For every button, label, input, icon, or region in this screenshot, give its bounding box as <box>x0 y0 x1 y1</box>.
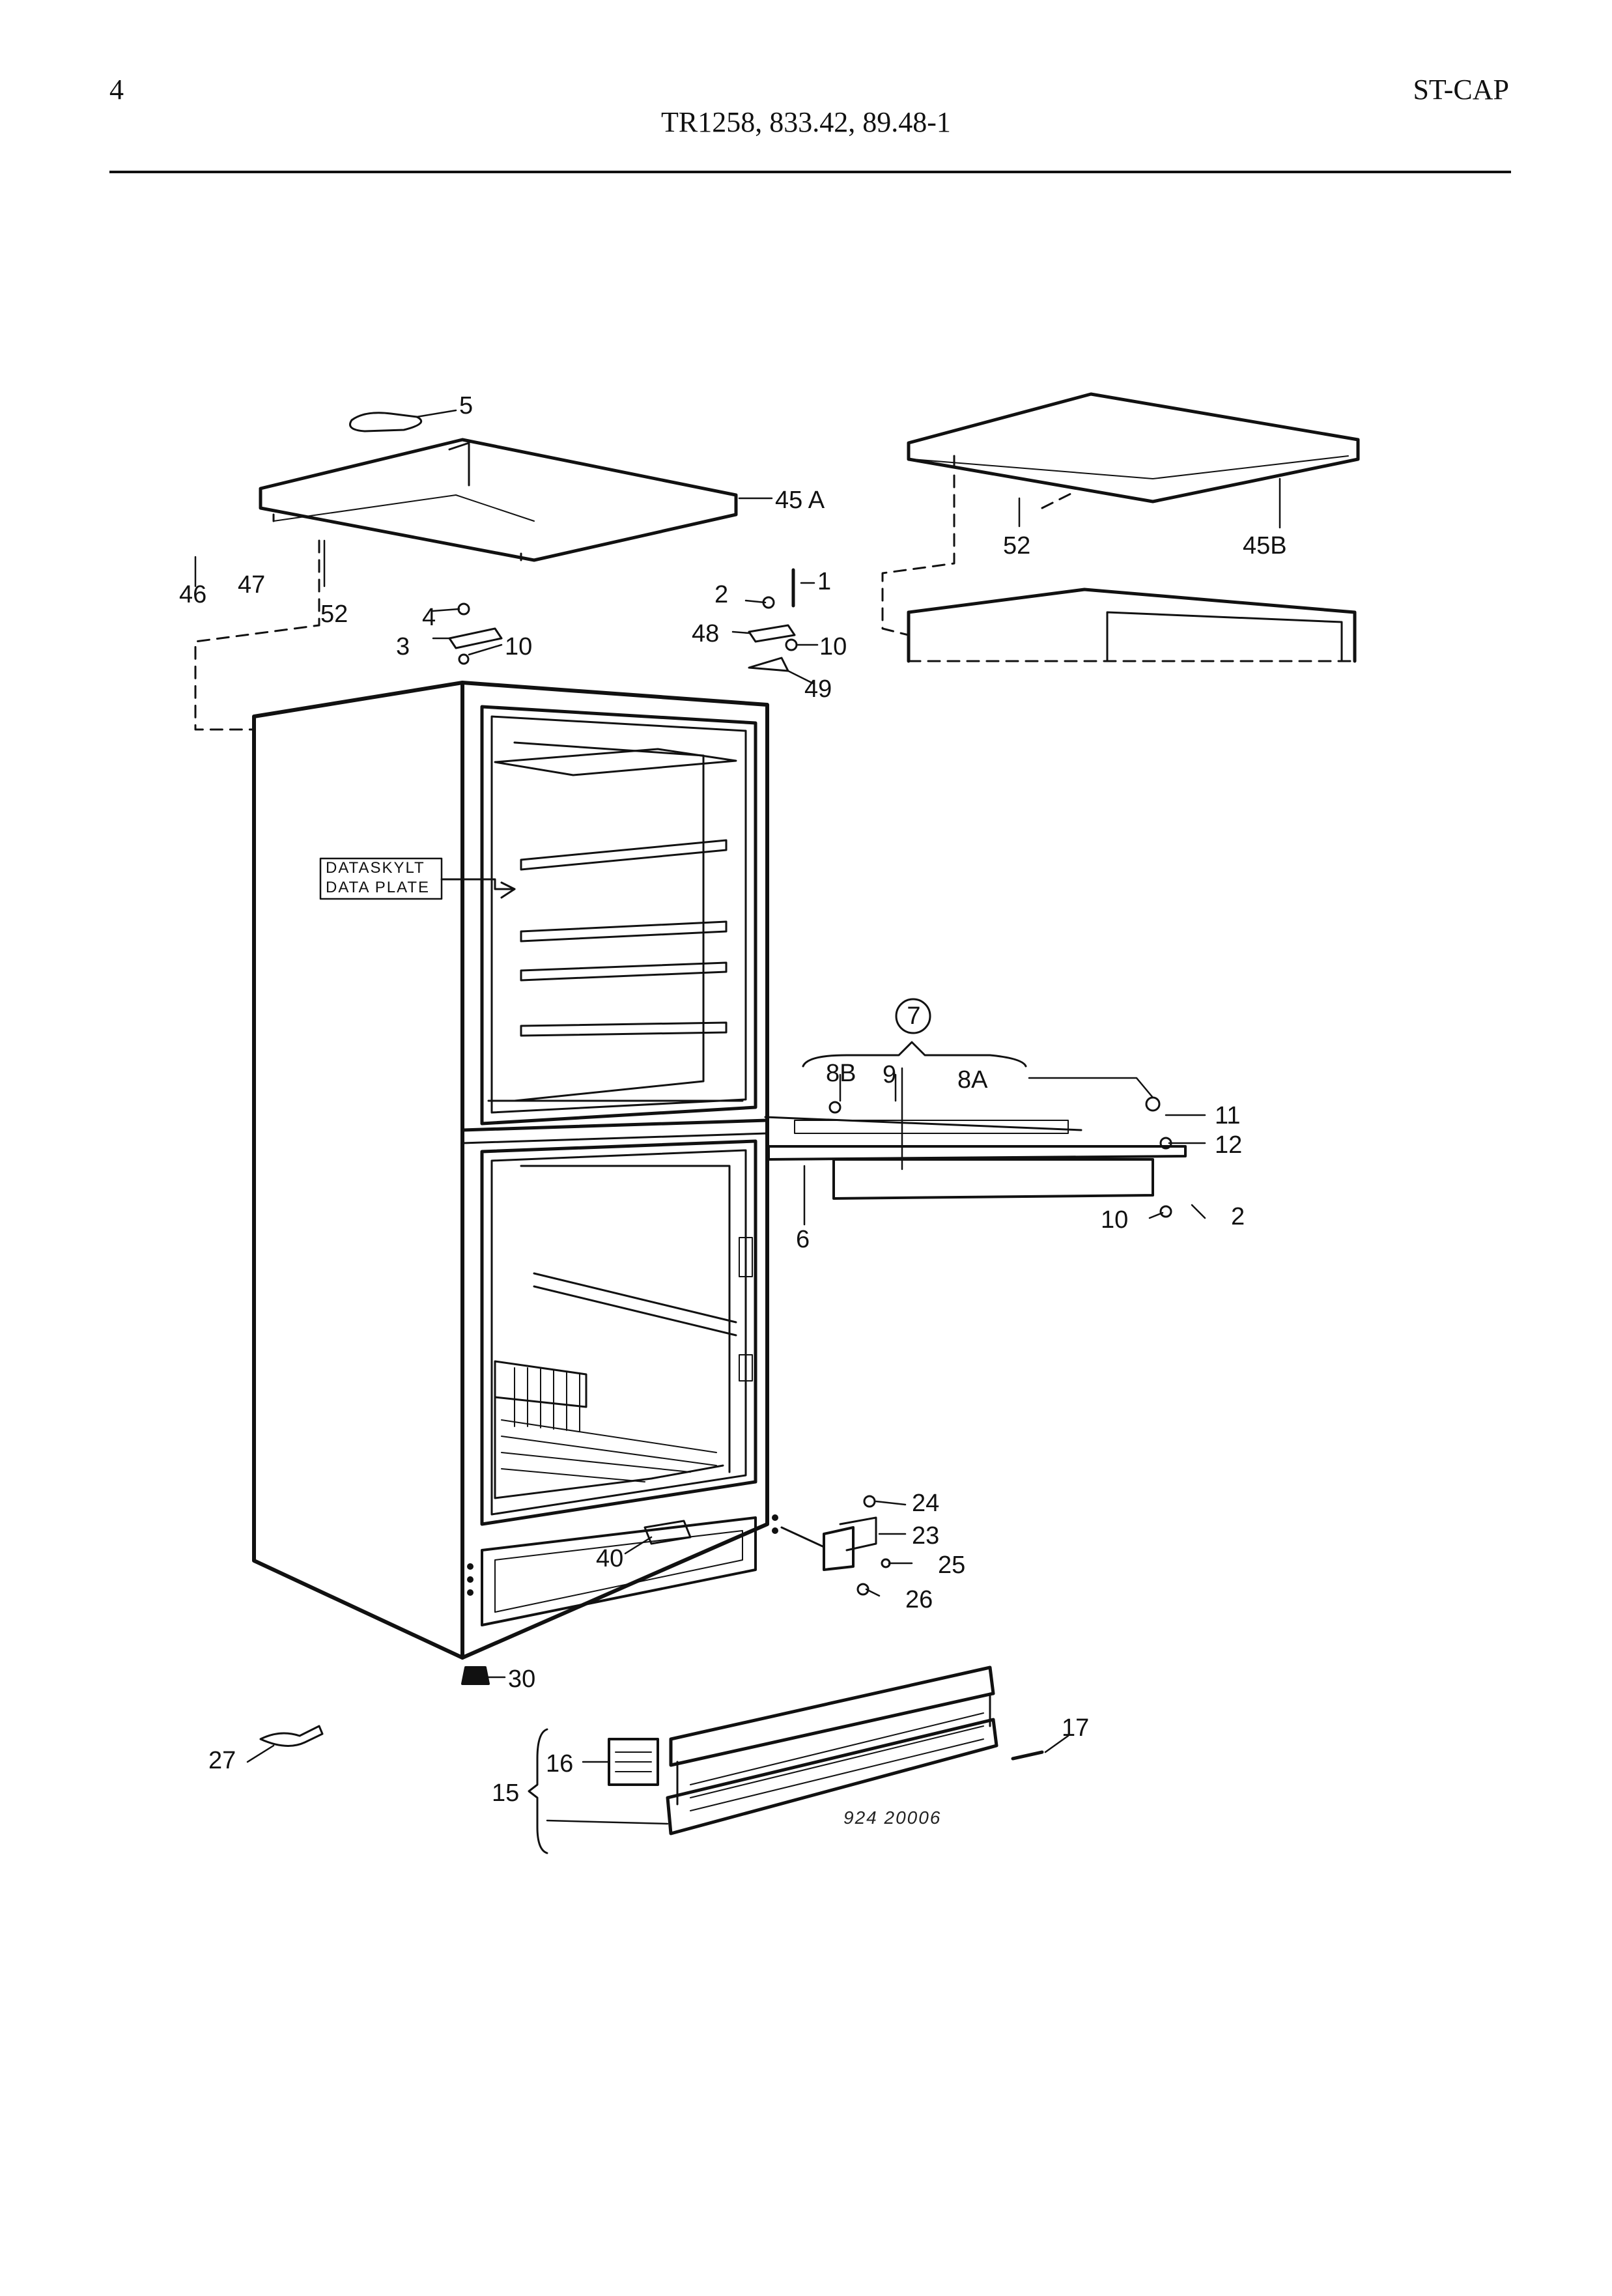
foot-part <box>461 1666 490 1685</box>
callout-6: 6 <box>796 1226 810 1253</box>
callout-52-left: 52 <box>320 601 348 628</box>
callout-1: 1 <box>817 568 831 595</box>
callout-45b: 45B <box>1243 532 1287 560</box>
guide-lines <box>194 455 1359 731</box>
callout-45a: 45 A <box>775 487 825 514</box>
callout-3: 3 <box>396 633 410 660</box>
brand-label: ST-CAP <box>1413 74 1509 106</box>
callout-10-top-left: 10 <box>505 633 532 660</box>
callout-26: 26 <box>905 1586 933 1613</box>
model-title: TR1258, 833.42, 89.48-1 <box>661 106 951 138</box>
callout-48: 48 <box>692 620 719 647</box>
cabinet <box>252 681 778 1660</box>
callout-10-top-right: 10 <box>819 633 847 660</box>
callout-9: 9 <box>883 1061 896 1088</box>
top-hinge-assembly <box>448 568 798 672</box>
callout-17: 17 <box>1062 1714 1089 1742</box>
door-trim-assembly <box>764 998 1187 1218</box>
top-cover-45a <box>259 438 738 562</box>
serial-number: 924 20006 <box>843 1807 941 1828</box>
leader-lines <box>194 409 1281 1825</box>
data-plate-callout <box>319 857 516 900</box>
callout-12: 12 <box>1215 1131 1242 1159</box>
callout-47: 47 <box>238 571 265 599</box>
handle-part <box>349 412 423 432</box>
callout-8a: 8A <box>957 1066 988 1094</box>
header-rule <box>109 171 1511 173</box>
callout-40: 40 <box>596 1545 623 1572</box>
top-cover-45b <box>907 392 1360 663</box>
callout-27: 27 <box>208 1747 236 1774</box>
callout-23: 23 <box>912 1522 939 1550</box>
callout-11: 11 <box>1215 1102 1240 1129</box>
callout-52-right: 52 <box>1003 532 1030 560</box>
callout-4: 4 <box>422 604 436 631</box>
callout-8b: 8B <box>826 1060 856 1087</box>
callout-5: 5 <box>459 392 473 419</box>
callout-16: 16 <box>546 1750 573 1778</box>
callout-24: 24 <box>912 1490 939 1517</box>
callout-46: 46 <box>179 581 206 608</box>
callout-2-right: 2 <box>1231 1203 1245 1230</box>
tool-part <box>259 1725 324 1747</box>
callout-30: 30 <box>508 1665 535 1693</box>
callout-10-right: 10 <box>1101 1206 1128 1234</box>
callout-49: 49 <box>804 675 832 703</box>
data-plate-label-en: DATA PLATE <box>326 879 430 896</box>
data-plate-label-sv: DATASKYLT <box>326 859 425 877</box>
page-number: 4 <box>109 74 124 106</box>
callout-2-top: 2 <box>714 581 728 608</box>
callout-15: 15 <box>492 1779 519 1807</box>
callout-labels: 5 45 A 45B 52 46 47 52 4 3 10 2 1 48 10 … <box>179 392 1287 1828</box>
callout-group-7: 7 <box>907 1002 920 1030</box>
grille-assembly <box>528 1665 1044 1854</box>
callout-25: 25 <box>938 1552 965 1579</box>
